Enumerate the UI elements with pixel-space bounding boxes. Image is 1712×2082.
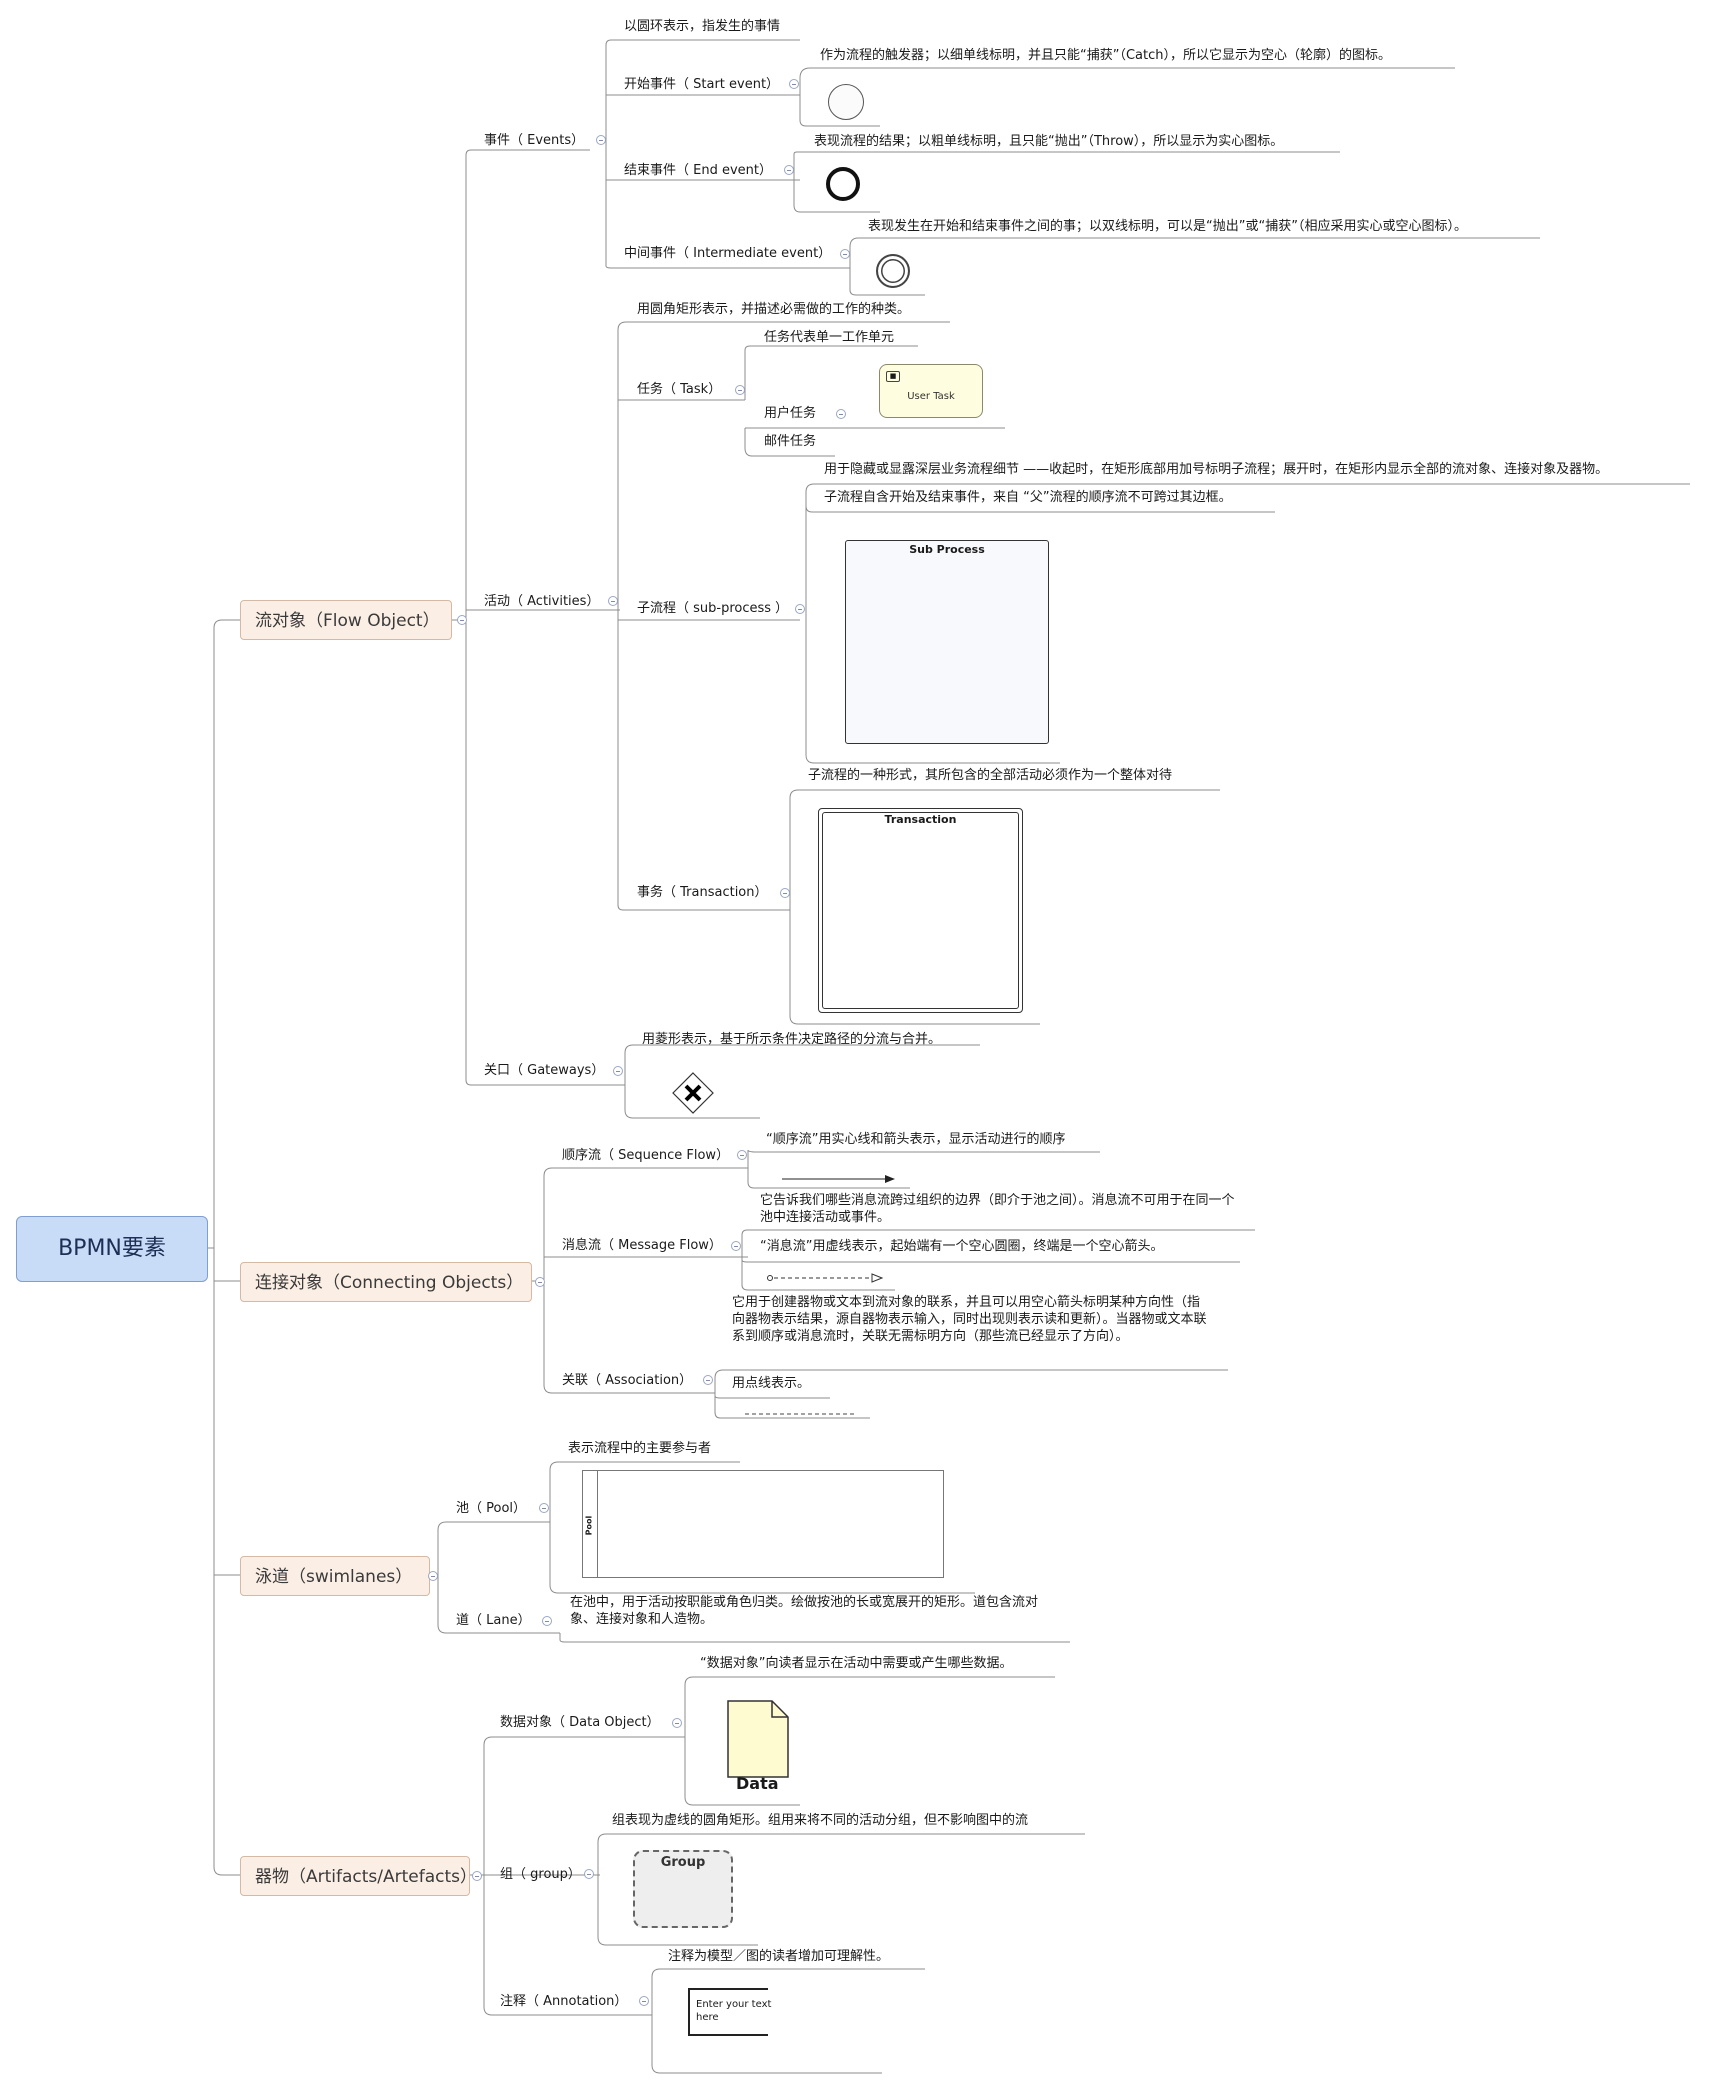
transaction-description: 子流程的一种形式，其所包含的全部活动必须作为一个整体对待 [808,768,1173,783]
annotation-shape: Enter your text here [688,1988,771,2036]
collapse-icon[interactable] [780,888,790,898]
collapse-icon[interactable] [639,1996,649,2006]
sequence-flow-description: “顺序流”用实心线和箭头表示，显示活动进行的顺序 [766,1132,1066,1147]
collapse-icon[interactable] [737,1150,747,1160]
message-flow-description-2: “消息流”用虚线表示，起始端有一个空心圆圈，终端是一个空心箭头。 [760,1239,1164,1254]
subtopic-events[interactable]: 事件（ Events） [484,133,585,148]
collapse-icon[interactable] [703,1375,713,1385]
topic-connecting-objects[interactable]: 连接对象（Connecting Objects） [240,1262,532,1302]
group-description: 组表现为虚线的圆角矩形。组用来将不同的活动分组，但不影响图中的流 [612,1813,1029,1828]
collapse-icon[interactable] [457,615,467,625]
end-event-label[interactable]: 结束事件（ End event） [624,163,772,178]
user-task-shape: ■ User Task [879,364,983,418]
association-description-2: 用点线表示。 [732,1376,811,1391]
association-description-1: 它用于创建器物或文本到流对象的联系，并且可以用空心箭头标明某种方向性（指向器物表… [732,1295,1207,1344]
transaction-shape-label: Transaction [884,813,957,826]
subprocess-shape-label: Sub Process [909,543,985,556]
pool-shape-label: Pool [584,1515,594,1536]
intermediate-event-description: 表现发生在开始和结束事件之间的事；以双线标明，可以是“抛出”或“捕获”（相应采用… [868,219,1467,234]
subprocess-description-1: 用于隐藏或显露深层业务流程细节 ——收起时，在矩形底部用加号标明子流程；展开时，… [824,462,1609,477]
collapse-icon[interactable] [596,135,606,145]
collapse-icon[interactable] [731,1241,741,1251]
collapse-icon[interactable] [613,1066,623,1076]
mail-task-label[interactable]: 邮件任务 [764,434,817,449]
annotation-description: 注释为模型／图的读者增加可理解性。 [668,1949,890,1964]
task-label[interactable]: 任务（ Task） [637,382,722,397]
pool-label[interactable]: 池（ Pool） [456,1501,527,1516]
end-event-description: 表现流程的结果；以粗单线标明，且只能“抛出”（Throw），所以显示为实心图标。 [814,134,1284,149]
association-label[interactable]: 关联（ Association） [562,1373,693,1388]
data-object-label[interactable]: 数据对象（ Data Object） [500,1715,660,1730]
collapse-icon[interactable] [840,249,850,259]
subprocess-description-2: 子流程自含开始及结束事件，来自 “父”流程的顺序流不可跨过其边框。 [824,490,1232,505]
collapse-icon[interactable] [836,409,846,419]
message-flow-description-1: 它告诉我们哪些消息流跨过组织的边界（即介于池之间）。消息流不可用于在同一个池中连… [760,1193,1235,1225]
transaction-shape: Transaction [818,808,1023,1013]
data-object-icon [727,1700,789,1778]
lane-label[interactable]: 道（ Lane） [456,1613,531,1628]
collapse-icon[interactable] [784,165,794,175]
group-shape: Group [633,1850,733,1928]
subtopic-activities[interactable]: 活动（ Activities） [484,594,600,609]
message-flow-label[interactable]: 消息流（ Message Flow） [562,1238,722,1253]
collapse-icon[interactable] [789,79,799,89]
message-flow-icon [767,1273,884,1283]
collapse-icon[interactable] [472,1871,482,1881]
group-label[interactable]: 组（ group） [500,1867,581,1882]
intermediate-event-icon [876,254,910,288]
collapse-icon[interactable] [735,385,745,395]
topic-swimlanes[interactable]: 泳道（swimlanes） [240,1556,430,1596]
collapse-icon[interactable] [428,1571,438,1581]
subprocess-shape: Sub Process [845,540,1049,744]
gateways-description: 用菱形表示，基于所示条件决定路径的分流与合并。 [642,1032,942,1047]
transaction-label[interactable]: 事务（ Transaction） [637,885,768,900]
topic-flow-object[interactable]: 流对象（Flow Object） [240,600,452,640]
group-shape-label: Group [660,1855,706,1870]
collapse-icon[interactable] [542,1616,552,1626]
collapse-icon[interactable] [539,1503,549,1513]
end-event-icon [826,167,860,201]
collapse-icon[interactable] [535,1277,545,1287]
user-icon: ■ [886,371,900,382]
start-event-label[interactable]: 开始事件（ Start event） [624,77,780,92]
topic-artifacts[interactable]: 器物（Artifacts/Artefacts） [240,1856,477,1896]
collapse-icon[interactable] [672,1718,682,1728]
start-event-icon [828,84,864,120]
pool-band [583,1471,598,1577]
exclusive-gateway-icon [672,1072,714,1114]
subtopic-gateways[interactable]: 关口（ Gateways） [484,1063,605,1078]
sequence-flow-label[interactable]: 顺序流（ Sequence Flow） [562,1148,730,1163]
user-task-shape-label: User Task [907,391,955,402]
pool-description: 表示流程中的主要参与者 [568,1441,712,1456]
intermediate-event-label[interactable]: 中间事件（ Intermediate event） [624,246,832,261]
events-description: 以圆环表示，指发生的事情 [624,19,781,34]
collapse-icon[interactable] [584,1869,594,1879]
data-object-description: “数据对象”向读者显示在活动中需要或产生哪些数据。 [700,1656,1013,1671]
collapse-icon[interactable] [795,604,805,614]
collapse-icon[interactable] [608,596,618,606]
lane-description: 在池中，用于活动按职能或角色归类。绘做按池的长或宽展开的矩形。道包含流对象、连接… [570,1595,1039,1627]
transaction-inner-border [822,812,1019,1009]
user-task-label[interactable]: 用户任务 [764,406,817,421]
task-description: 任务代表单一工作单元 [764,330,895,345]
annotation-shape-label: Enter your text here [696,1999,772,2023]
subprocess-label[interactable]: 子流程（ sub-process ） [637,601,789,616]
annotation-label[interactable]: 注释（ Annotation） [500,1994,628,2009]
activities-description: 用圆角矩形表示，并描述必需做的工作的种类。 [637,302,911,317]
sequence-arrow-icon [782,1175,895,1183]
central-topic[interactable]: BPMN要素 [16,1216,208,1282]
start-event-description: 作为流程的触发器；以细单线标明，并且只能“捕获”（Catch），所以它显示为空心… [820,48,1391,63]
data-object-shape-label: Data [736,1774,779,1793]
pool-shape: Pool [582,1470,944,1578]
